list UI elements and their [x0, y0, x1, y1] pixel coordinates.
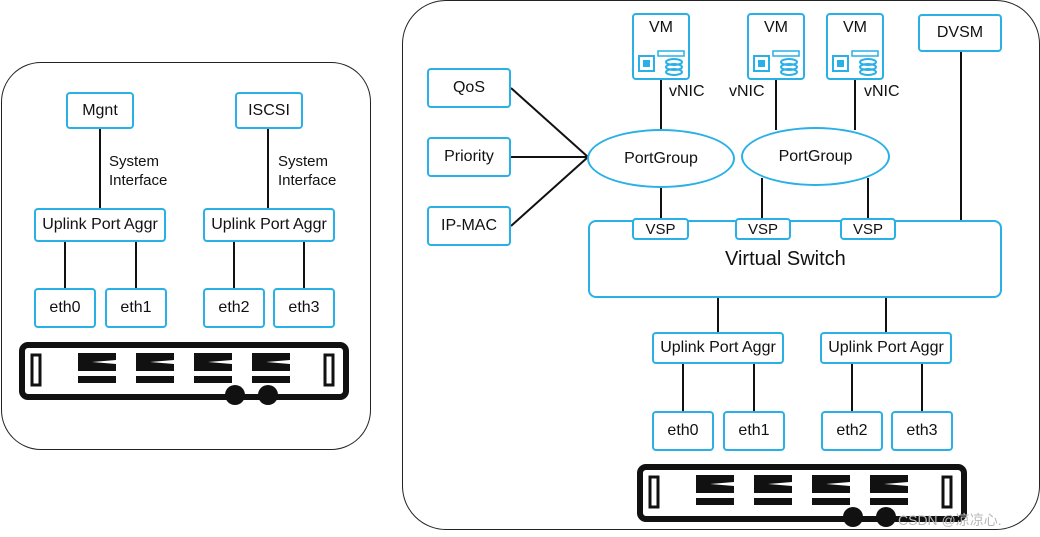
vsp-label: VSP: [852, 220, 883, 238]
eth-port-box: eth2: [203, 288, 265, 328]
system-interface-label: System Interface: [278, 152, 336, 190]
vm-chip-icon: [753, 50, 800, 76]
portgroup-ellipse: PortGroup: [587, 129, 735, 188]
vm-chip-icon: [832, 50, 879, 76]
priority-box: Priority: [427, 137, 511, 177]
uplink-port-aggr-box: Uplink Port Aggr: [820, 332, 952, 364]
eth-port-box: eth0: [652, 411, 714, 451]
mgmt-box: Mgnt: [66, 92, 134, 129]
ip-mac-box: IP-MAC: [427, 206, 511, 246]
vnic-label: vNIC: [669, 83, 705, 100]
vm-label: VM: [764, 19, 788, 36]
dvsm-box: DVSM: [918, 14, 1002, 52]
system-interface-line1: System: [278, 153, 329, 170]
virtual-switch-label: Virtual Switch: [725, 248, 846, 270]
eth-port-box: eth2: [821, 411, 883, 451]
system-interface-line1: System: [109, 153, 160, 170]
uplink-port-aggr-label: Uplink Port Aggr: [828, 339, 944, 356]
qos-label: QoS: [452, 79, 485, 96]
iscsi-box: ISCSI: [235, 92, 303, 129]
watermark-text: CSDN @凉凉心.: [898, 512, 1002, 528]
eth-port-box: eth1: [105, 288, 167, 328]
vm-label: VM: [843, 19, 867, 36]
eth-label: eth0: [667, 422, 699, 439]
ip-mac-label: IP-MAC: [441, 217, 497, 234]
eth-label: eth2: [218, 299, 250, 316]
dvsm-label: DVSM: [936, 24, 984, 41]
eth-label: eth3: [288, 299, 320, 316]
eth-label: eth1: [738, 422, 770, 439]
eth-port-box: eth3: [273, 288, 335, 328]
system-interface-label: System Interface: [109, 152, 167, 190]
vm-box: VM: [632, 13, 690, 80]
uplink-port-aggr-box: Uplink Port Aggr: [652, 332, 784, 364]
priority-label: Priority: [444, 148, 494, 165]
vsp-box: VSP: [632, 218, 689, 240]
qos-box: QoS: [427, 68, 511, 108]
vm-box: VM: [747, 13, 805, 80]
vnic-label: vNIC: [864, 83, 900, 100]
vm-chip-icon: [638, 50, 685, 76]
eth-label: eth1: [120, 299, 152, 316]
portgroup-label: PortGroup: [624, 149, 698, 167]
mgmt-label: Mgnt: [82, 101, 118, 119]
vsp-box: VSP: [840, 218, 896, 240]
uplink-port-aggr-label: Uplink Port Aggr: [660, 339, 776, 356]
vm-label: VM: [649, 19, 673, 36]
left-host-panel: [1, 62, 371, 450]
eth-label: eth3: [906, 422, 938, 439]
eth-port-box: eth1: [723, 411, 785, 451]
uplink-port-aggr-box: Uplink Port Aggr: [203, 208, 335, 242]
uplink-port-aggr-label: Uplink Port Aggr: [42, 216, 158, 233]
vsp-box: VSP: [735, 218, 791, 240]
system-interface-line2: Interface: [278, 172, 337, 189]
portgroup-ellipse: PortGroup: [741, 127, 890, 186]
eth-port-box: eth0: [34, 288, 96, 328]
portgroup-label: PortGroup: [778, 147, 853, 165]
system-interface-line2: Interface: [109, 172, 168, 189]
iscsi-label: ISCSI: [248, 101, 290, 119]
vnic-label: vNIC: [729, 83, 765, 100]
uplink-port-aggr-label: Uplink Port Aggr: [211, 216, 327, 233]
uplink-port-aggr-box: Uplink Port Aggr: [34, 208, 166, 242]
vsp-label: VSP: [747, 220, 778, 238]
vsp-label: VSP: [645, 220, 676, 238]
eth-label: eth0: [49, 299, 81, 316]
vm-box: VM: [826, 13, 884, 80]
eth-label: eth2: [836, 422, 868, 439]
eth-port-box: eth3: [891, 411, 953, 451]
